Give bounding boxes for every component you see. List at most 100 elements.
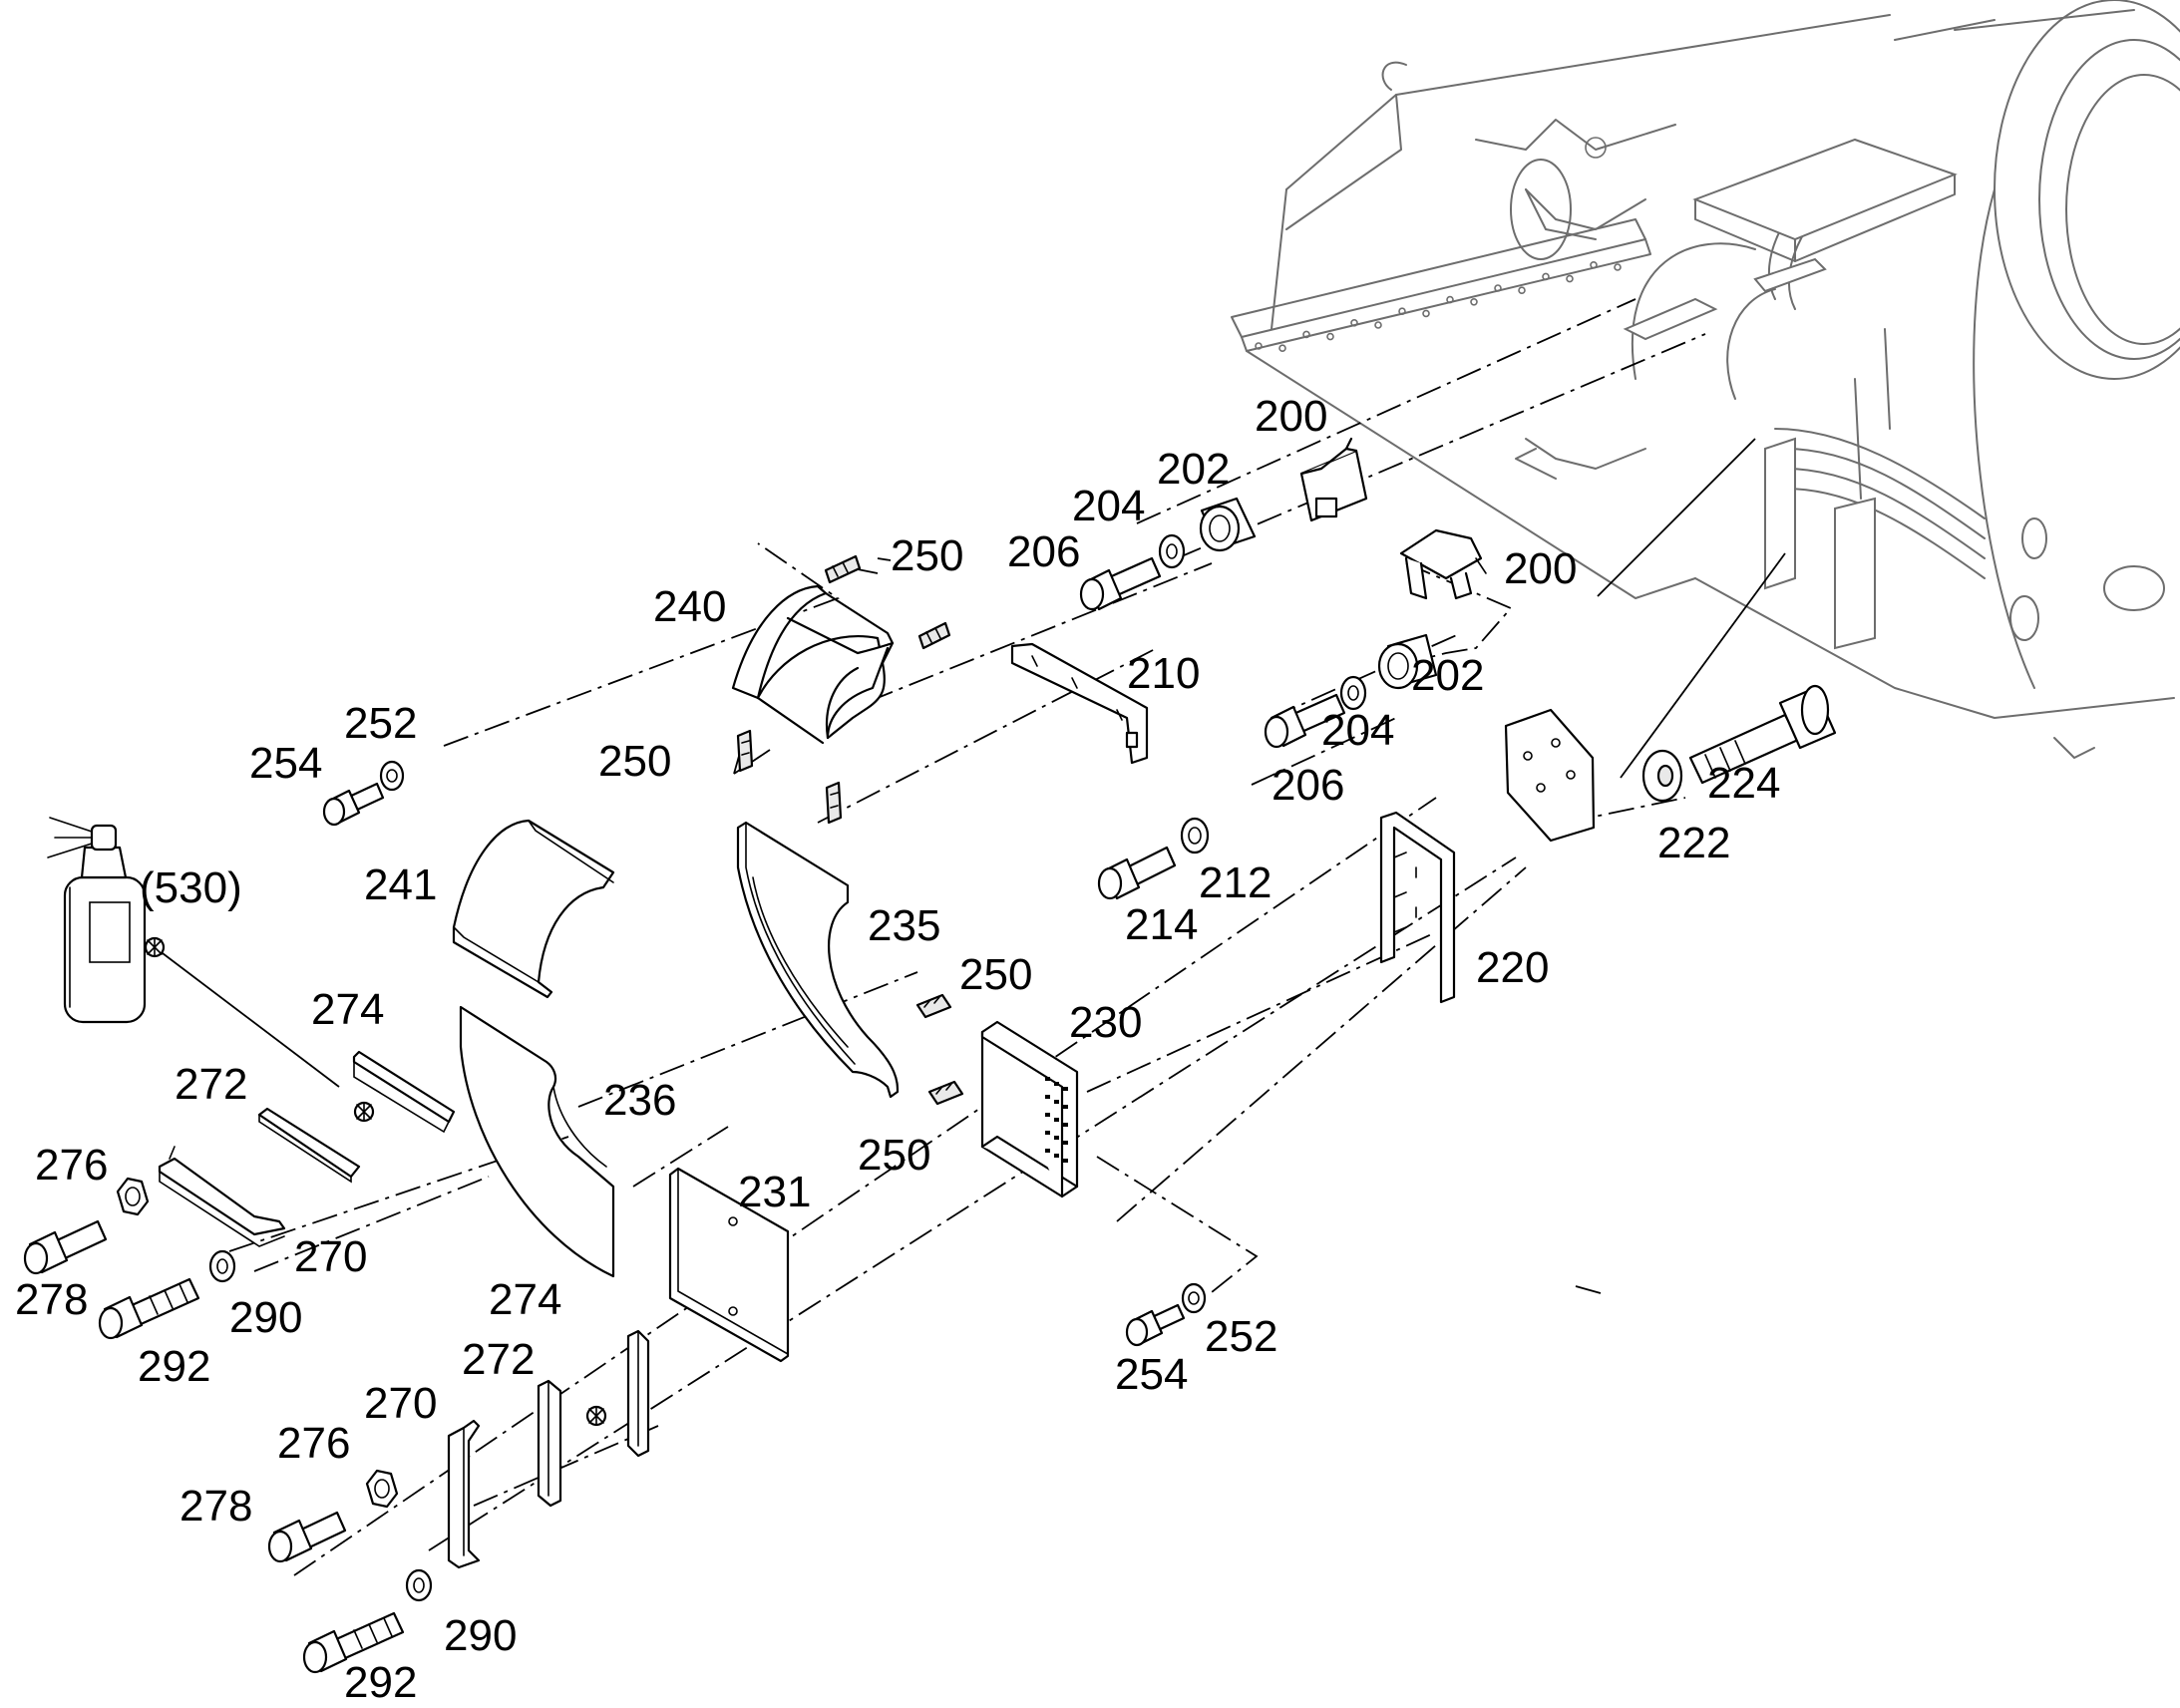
asterisk-icon xyxy=(144,936,166,958)
assembly-line xyxy=(632,1126,729,1188)
plate-slot xyxy=(1063,1105,1068,1109)
callout-label: 204 xyxy=(1321,706,1394,755)
frame-hole xyxy=(1446,295,1454,304)
asterisk-icon xyxy=(585,1405,607,1427)
callout-label: 220 xyxy=(1476,943,1549,992)
plate-slot xyxy=(1054,1136,1059,1140)
bolt-254-upper xyxy=(322,782,385,827)
callout-label: 230 xyxy=(1069,998,1142,1047)
clip-250-f xyxy=(927,1080,964,1106)
plate-slot xyxy=(1063,1087,1068,1091)
callout-label: 270 xyxy=(364,1379,437,1428)
assembly-lines xyxy=(228,298,1706,1576)
machine-frame xyxy=(1231,0,2180,759)
plate-slot xyxy=(1054,1118,1059,1122)
callout-label: 236 xyxy=(603,1076,676,1125)
frame-hole xyxy=(1542,272,1550,281)
callout-label: 240 xyxy=(653,582,726,631)
frame-hole xyxy=(1566,274,1574,283)
washer-212 xyxy=(1180,817,1210,854)
bolt-206-lower xyxy=(1264,693,1346,749)
strip-272-upper xyxy=(257,1107,361,1184)
bracket-270-upper xyxy=(158,1146,286,1247)
washer-204-upper xyxy=(1158,533,1186,569)
callout-label: 276 xyxy=(277,1419,350,1468)
assembly-line xyxy=(443,542,840,747)
callout-label: 235 xyxy=(868,901,940,950)
asterisk-icon xyxy=(353,1101,375,1123)
bolt-292-upper xyxy=(98,1277,200,1340)
plate-slot xyxy=(1063,1141,1068,1145)
spacer-202-upper xyxy=(1199,497,1257,552)
curved-guide-235 xyxy=(736,821,900,1099)
frame-hole xyxy=(1326,332,1334,341)
bolt-278-lower xyxy=(267,1511,347,1563)
callout-label: 241 xyxy=(364,860,437,909)
cover-plate-231 xyxy=(668,1167,790,1363)
callout-label: 222 xyxy=(1657,819,1730,867)
callout-label: 278 xyxy=(180,1482,252,1531)
callout-label: 250 xyxy=(959,950,1032,999)
callout-label: 254 xyxy=(1115,1350,1188,1399)
frame-hole xyxy=(1374,321,1382,329)
clip-250-b xyxy=(917,621,951,650)
assembly-line xyxy=(428,856,1517,1551)
washer-290-upper xyxy=(208,1249,236,1283)
plate-slot xyxy=(1045,1131,1050,1135)
bolt-254-lower xyxy=(1125,1303,1186,1347)
assembly-line xyxy=(817,647,1158,824)
callout-label: 212 xyxy=(1199,858,1272,907)
frame-hole xyxy=(1518,286,1526,295)
assembly-line xyxy=(253,1176,490,1272)
strip-274-lower xyxy=(626,1329,650,1458)
callout-label: 290 xyxy=(444,1611,517,1660)
clip-250-c xyxy=(736,729,754,773)
callout-label: 274 xyxy=(489,1275,561,1324)
strip-274-upper xyxy=(352,1050,456,1134)
strip-272-lower xyxy=(537,1379,562,1508)
curved-cover-236 xyxy=(459,1005,615,1278)
callout-label: 224 xyxy=(1707,759,1780,808)
callout-label: 214 xyxy=(1125,900,1198,949)
callout-label: 206 xyxy=(1272,761,1344,810)
frame-hole xyxy=(1398,307,1406,316)
nut-276-upper xyxy=(116,1177,150,1216)
callout-label: 274 xyxy=(311,985,384,1034)
bracket-270-lower xyxy=(447,1419,481,1569)
clip-250-a xyxy=(824,554,862,584)
callout-label: 250 xyxy=(891,531,963,580)
plate-210 xyxy=(1010,642,1149,765)
plate-slot xyxy=(1045,1113,1050,1117)
plate-slot xyxy=(1045,1095,1050,1099)
callout-label: 252 xyxy=(1205,1312,1277,1361)
callout-labels: 200 200 202 202 204 204 206 206 210 212 … xyxy=(15,392,1780,1707)
callout-label: 250 xyxy=(598,737,671,786)
bracket-200-upper xyxy=(1299,437,1368,522)
callout-label: 210 xyxy=(1127,649,1200,698)
assembly-line xyxy=(827,562,1213,719)
washer-222 xyxy=(1641,749,1683,803)
callout-label: 202 xyxy=(1157,445,1230,494)
callout-label: 278 xyxy=(15,1275,88,1324)
callout-label: (530) xyxy=(140,863,242,912)
callout-label: 231 xyxy=(738,1168,811,1216)
callout-label: 204 xyxy=(1072,482,1145,530)
bolt-224 xyxy=(1688,684,1837,785)
frame-hole xyxy=(1255,342,1263,350)
callout-label: 202 xyxy=(1411,651,1484,700)
frame-hole xyxy=(1470,297,1478,306)
bolt-278-upper xyxy=(23,1219,108,1275)
callout-label: 200 xyxy=(1504,544,1577,593)
frame-hole xyxy=(1302,330,1310,339)
assembly-line xyxy=(1116,866,1527,1222)
assembly-line xyxy=(1251,717,1397,786)
spray-can-530 xyxy=(47,817,147,1024)
bolt-292-lower xyxy=(302,1611,405,1674)
frame-hole xyxy=(1350,318,1358,327)
callout-label: 292 xyxy=(138,1342,210,1391)
callout-label: 254 xyxy=(249,739,322,788)
callout-label: 206 xyxy=(1007,527,1080,576)
assembly-line xyxy=(1086,931,1437,1093)
assembly-line xyxy=(1271,632,1462,719)
